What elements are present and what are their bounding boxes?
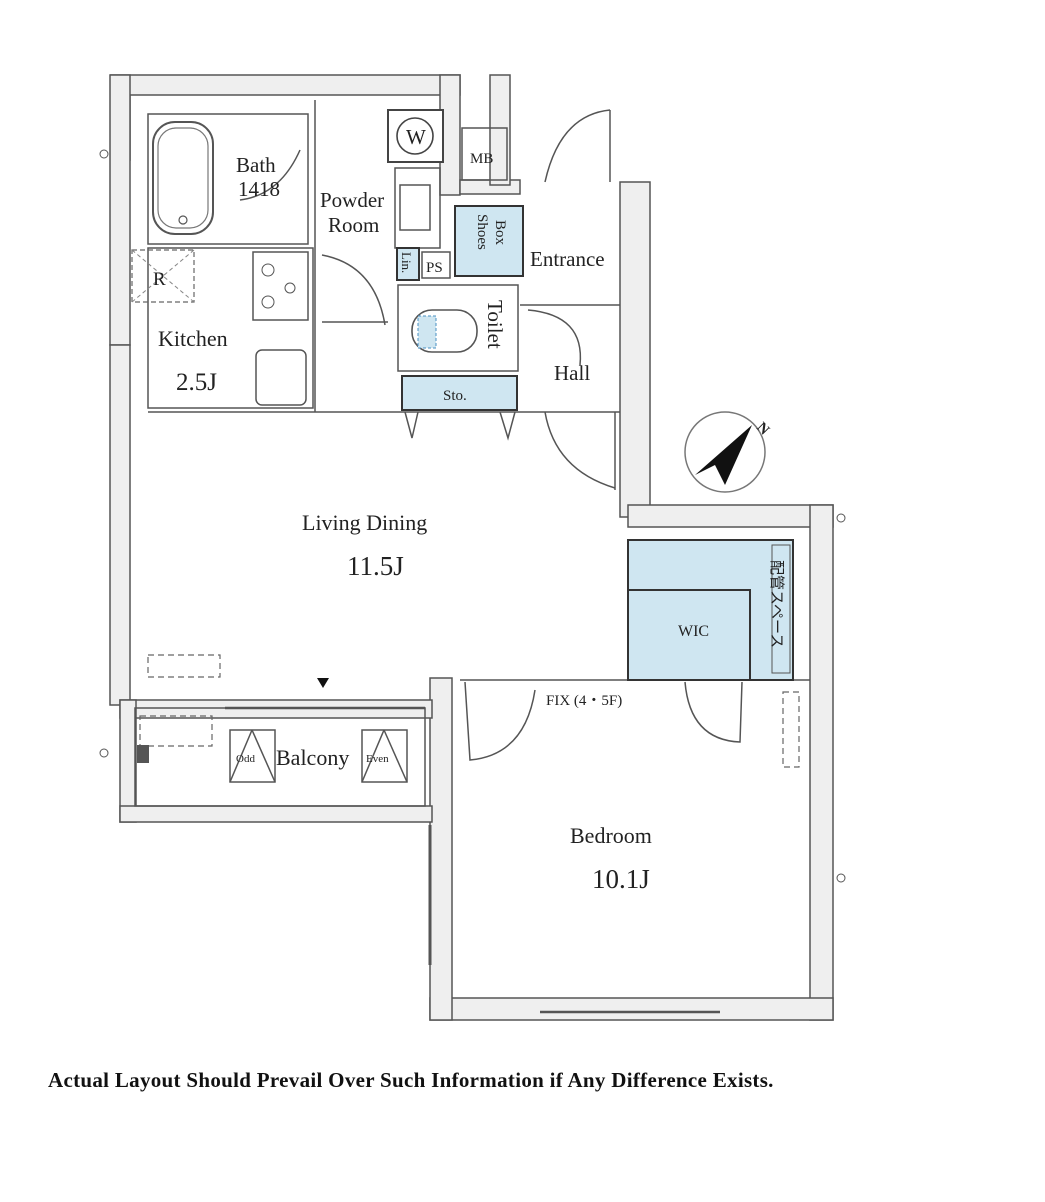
meter-box bbox=[461, 127, 508, 181]
meter-box-label: MB bbox=[470, 151, 493, 167]
bedroom-marker bbox=[782, 691, 800, 768]
kitchen-label: Kitchen bbox=[158, 326, 228, 351]
odd-hatch bbox=[229, 729, 276, 783]
living-dining-label: Living Dining bbox=[302, 510, 427, 535]
shoes-box-label: Shoes bbox=[474, 214, 490, 250]
living-door bbox=[544, 411, 616, 489]
toilet-door bbox=[527, 309, 582, 366]
disclaimer-text: Actual Layout Should Prevail Over Such I… bbox=[48, 1068, 774, 1092]
wic-door bbox=[684, 681, 743, 743]
hall-label: Hall bbox=[554, 361, 590, 385]
entrance-door bbox=[544, 109, 611, 183]
even-label: Even bbox=[366, 753, 389, 765]
refrigerator-icon bbox=[131, 249, 195, 303]
refrigerator-label: R bbox=[153, 269, 166, 290]
floor-plan: Bath 1418 Powder Room W MB Shoes Box Ent… bbox=[99, 74, 846, 1021]
pipe-shaft-label: PS bbox=[426, 260, 443, 276]
powder-room-label-2: Room bbox=[328, 213, 379, 237]
shoes-box-label-2: Box bbox=[492, 220, 508, 246]
piping-space-label: 配管スペース bbox=[768, 560, 785, 648]
bedroom-size-label: 10.1J bbox=[592, 864, 650, 894]
storage bbox=[401, 375, 518, 411]
washer-label: W bbox=[406, 125, 426, 149]
bedroom-label: Bedroom bbox=[570, 823, 652, 848]
toilet-icon bbox=[411, 309, 478, 353]
bath-door-swing bbox=[239, 149, 301, 201]
entry-marker-icon bbox=[317, 678, 329, 688]
entrance-label: Entrance bbox=[530, 247, 605, 271]
bathtub bbox=[152, 121, 214, 235]
bedroom-door bbox=[464, 681, 536, 761]
powder-room-label: Powder bbox=[320, 188, 384, 212]
powder-room-door bbox=[321, 254, 386, 326]
floor-marker bbox=[147, 654, 221, 678]
bath-label: Bath bbox=[236, 153, 276, 177]
walk-in-closet bbox=[627, 539, 794, 681]
sink bbox=[399, 184, 431, 231]
drain-icon bbox=[137, 745, 149, 763]
linen-closet bbox=[396, 247, 420, 281]
kitchen-size-label: 2.5J bbox=[176, 369, 217, 396]
fix-window-label: FIX (4・5F) bbox=[546, 693, 622, 709]
pipe-shaft bbox=[421, 251, 451, 279]
bath-size-label: 1418 bbox=[238, 177, 280, 201]
shoes-box bbox=[454, 205, 524, 277]
living-dining-size-label: 11.5J bbox=[347, 551, 404, 581]
balcony-marker bbox=[139, 715, 213, 747]
linen-label: Lin. bbox=[399, 252, 414, 273]
odd-label: Odd bbox=[236, 753, 255, 765]
kitchen-sink bbox=[255, 349, 307, 406]
north-label: N bbox=[753, 420, 772, 439]
balcony-label: Balcony bbox=[276, 745, 349, 770]
compass-icon bbox=[684, 411, 766, 493]
interior-walls bbox=[134, 100, 810, 807]
even-hatch bbox=[361, 729, 408, 783]
toilet-label: Toilet bbox=[483, 300, 507, 349]
stove-icon bbox=[252, 251, 309, 321]
washer-icon bbox=[387, 109, 444, 163]
wic-label: WIC bbox=[678, 623, 709, 640]
storage-label: Sto. bbox=[443, 388, 467, 404]
